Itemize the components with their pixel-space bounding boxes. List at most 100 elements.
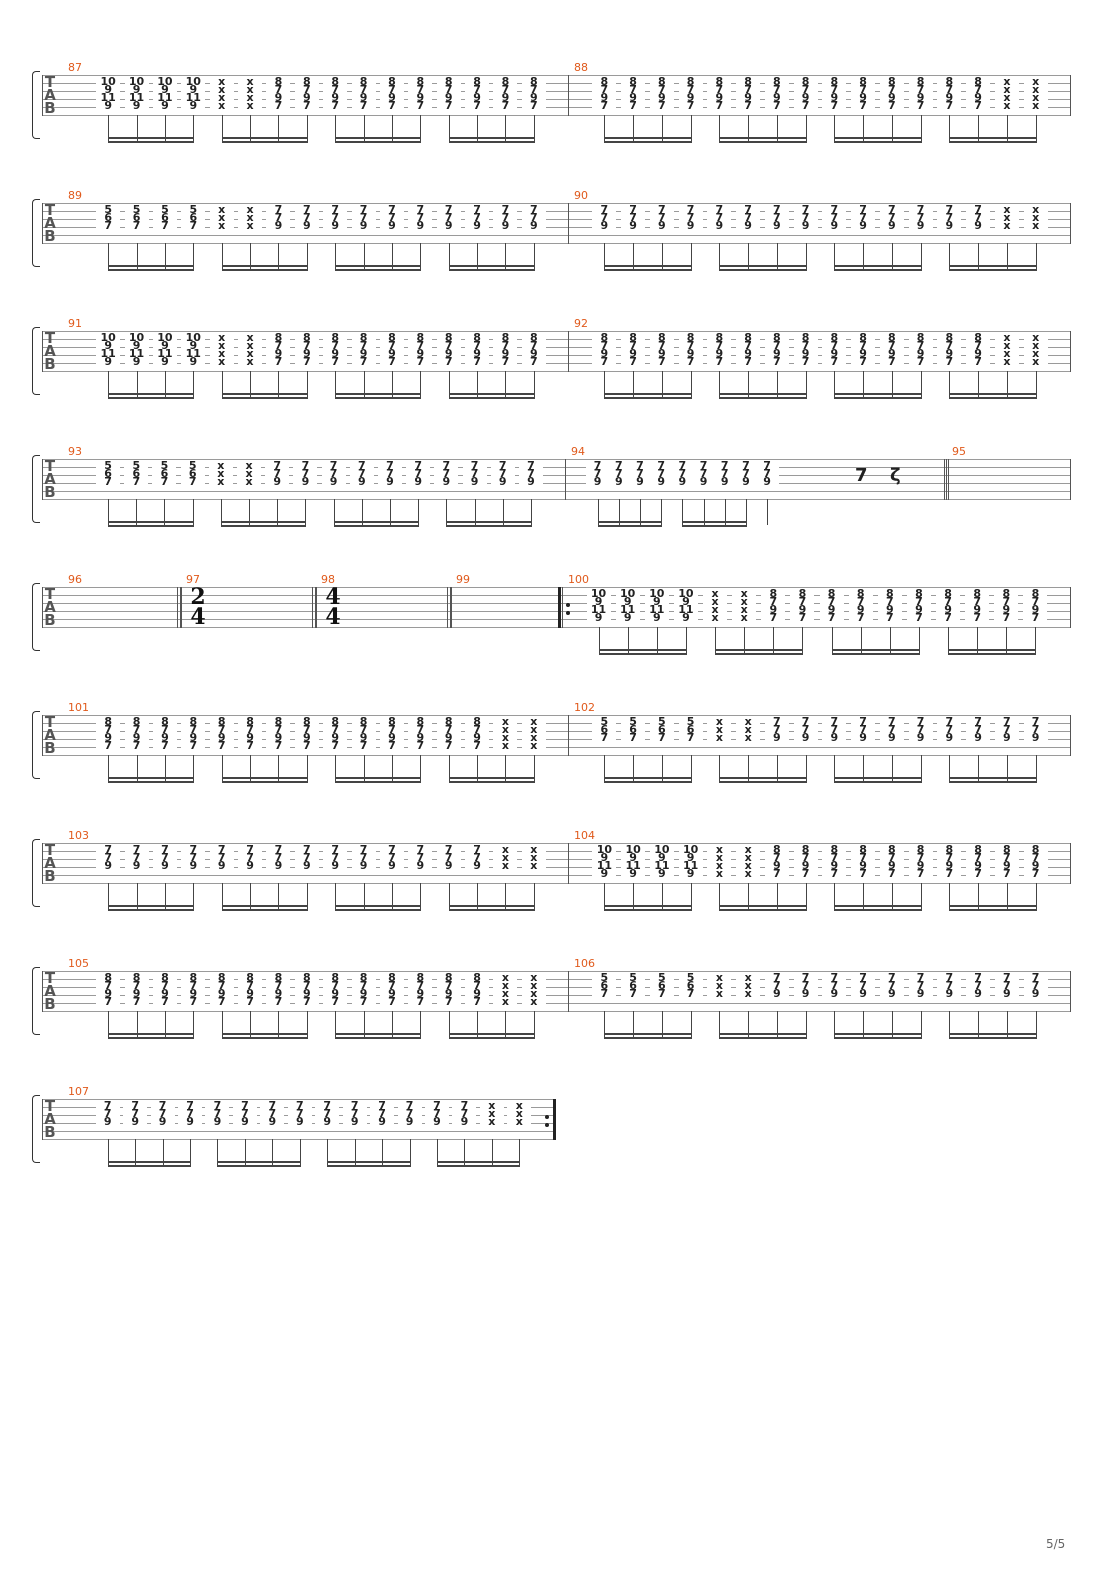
note-stem bbox=[362, 499, 363, 525]
fret-number: 7 bbox=[379, 996, 404, 1007]
fret-number: x bbox=[1023, 100, 1048, 111]
note-stem bbox=[1006, 627, 1007, 653]
fret-number: 9 bbox=[96, 84, 121, 95]
fret-number: 9 bbox=[323, 348, 348, 359]
fret-number: x bbox=[208, 476, 233, 487]
note-stem bbox=[892, 371, 893, 397]
note-beam bbox=[449, 397, 535, 399]
note-beam bbox=[108, 777, 194, 779]
fret-number: 7 bbox=[906, 596, 931, 607]
tab-clef-letter: T bbox=[44, 329, 56, 347]
fret-number: 7 bbox=[287, 1108, 312, 1119]
fret-number: 9 bbox=[1023, 988, 1048, 999]
fret-number: x bbox=[521, 860, 546, 871]
note-beam bbox=[604, 1037, 692, 1039]
fret-number: 7 bbox=[822, 852, 847, 863]
fret-number: 10 bbox=[96, 76, 121, 87]
staff-line bbox=[42, 203, 1070, 204]
tab-clef-letter: A bbox=[44, 342, 56, 360]
tab-staff bbox=[42, 459, 1070, 500]
note-beam bbox=[719, 1033, 807, 1035]
fret-number: 7 bbox=[408, 84, 433, 95]
fret-number: 7 bbox=[822, 980, 847, 991]
fret-number: x bbox=[1023, 204, 1048, 215]
note-stem bbox=[222, 243, 223, 269]
fret-number: 9 bbox=[936, 604, 961, 615]
note-stem bbox=[948, 627, 949, 653]
fret-number: 7 bbox=[937, 868, 962, 879]
note-beam bbox=[719, 393, 807, 395]
fret-number: 5 bbox=[592, 972, 617, 983]
note-beam bbox=[334, 525, 419, 527]
fret-number: 7 bbox=[294, 204, 319, 215]
fret-number: 9 bbox=[678, 348, 703, 359]
fret-number: 7 bbox=[851, 972, 876, 983]
fret-number: 7 bbox=[937, 340, 962, 351]
fret-number: 8 bbox=[351, 76, 376, 87]
fret-number: 7 bbox=[908, 212, 933, 223]
fret-number: x bbox=[1023, 92, 1048, 103]
note-stem bbox=[662, 115, 663, 141]
page-number: 5/5 bbox=[1046, 1537, 1066, 1551]
bar-line bbox=[568, 715, 569, 756]
fret-number: 9 bbox=[96, 356, 121, 367]
note-stem bbox=[661, 499, 662, 525]
fret-number: x bbox=[994, 332, 1019, 343]
fret-number: 7 bbox=[96, 740, 121, 751]
fret-number: 7 bbox=[152, 476, 177, 487]
note-beam bbox=[949, 781, 1037, 783]
fret-number: 9 bbox=[370, 1116, 395, 1127]
fret-number: 9 bbox=[879, 860, 904, 871]
fret-number: 7 bbox=[936, 612, 961, 623]
note-stem bbox=[307, 1011, 308, 1037]
fret-number: 9 bbox=[670, 476, 695, 487]
fret-number: 8 bbox=[592, 76, 617, 87]
note-beam bbox=[108, 393, 194, 395]
fret-number: x bbox=[703, 604, 728, 615]
note-stem bbox=[300, 1139, 301, 1165]
staff-line bbox=[42, 75, 1070, 76]
fret-number: 8 bbox=[493, 332, 518, 343]
fret-number: x bbox=[209, 220, 234, 231]
note-beam bbox=[834, 393, 922, 395]
fret-number: x bbox=[1023, 340, 1048, 351]
fret-number: 11 bbox=[152, 348, 177, 359]
fret-number: x bbox=[493, 980, 518, 991]
fret-number: 8 bbox=[351, 972, 376, 983]
fret-number: x bbox=[994, 92, 1019, 103]
note-beam bbox=[834, 269, 922, 271]
fret-number: 7 bbox=[764, 868, 789, 879]
fret-number: 9 bbox=[181, 340, 206, 351]
staff-line bbox=[42, 499, 1070, 500]
fret-number: 9 bbox=[351, 860, 376, 871]
fret-number: 7 bbox=[1023, 980, 1048, 991]
note-stem bbox=[662, 883, 663, 909]
note-stem bbox=[746, 499, 747, 525]
fret-number: 9 bbox=[379, 860, 404, 871]
note-stem bbox=[364, 243, 365, 269]
note-stem bbox=[863, 1011, 864, 1037]
note-stem bbox=[691, 883, 692, 909]
note-beam bbox=[598, 525, 662, 527]
fret-number: 7 bbox=[351, 356, 376, 367]
fret-number: 7 bbox=[761, 612, 786, 623]
fret-number: 7 bbox=[592, 100, 617, 111]
fret-number: 9 bbox=[908, 348, 933, 359]
fret-number: x bbox=[493, 724, 518, 735]
fret-number: 7 bbox=[712, 460, 737, 471]
fret-number: 9 bbox=[436, 220, 461, 231]
fret-number: 7 bbox=[124, 852, 149, 863]
fret-number: 8 bbox=[764, 844, 789, 855]
note-stem bbox=[437, 1139, 438, 1165]
fret-number: 9 bbox=[205, 1116, 230, 1127]
fret-number: 7 bbox=[764, 980, 789, 991]
fret-number: x bbox=[209, 356, 234, 367]
fret-number: 6 bbox=[96, 468, 121, 479]
fret-number: 7 bbox=[707, 204, 732, 215]
fret-number: 9 bbox=[592, 92, 617, 103]
fret-number: 7 bbox=[181, 996, 206, 1007]
tab-clef-letter: A bbox=[44, 982, 56, 1000]
fret-number: 7 bbox=[670, 460, 695, 471]
